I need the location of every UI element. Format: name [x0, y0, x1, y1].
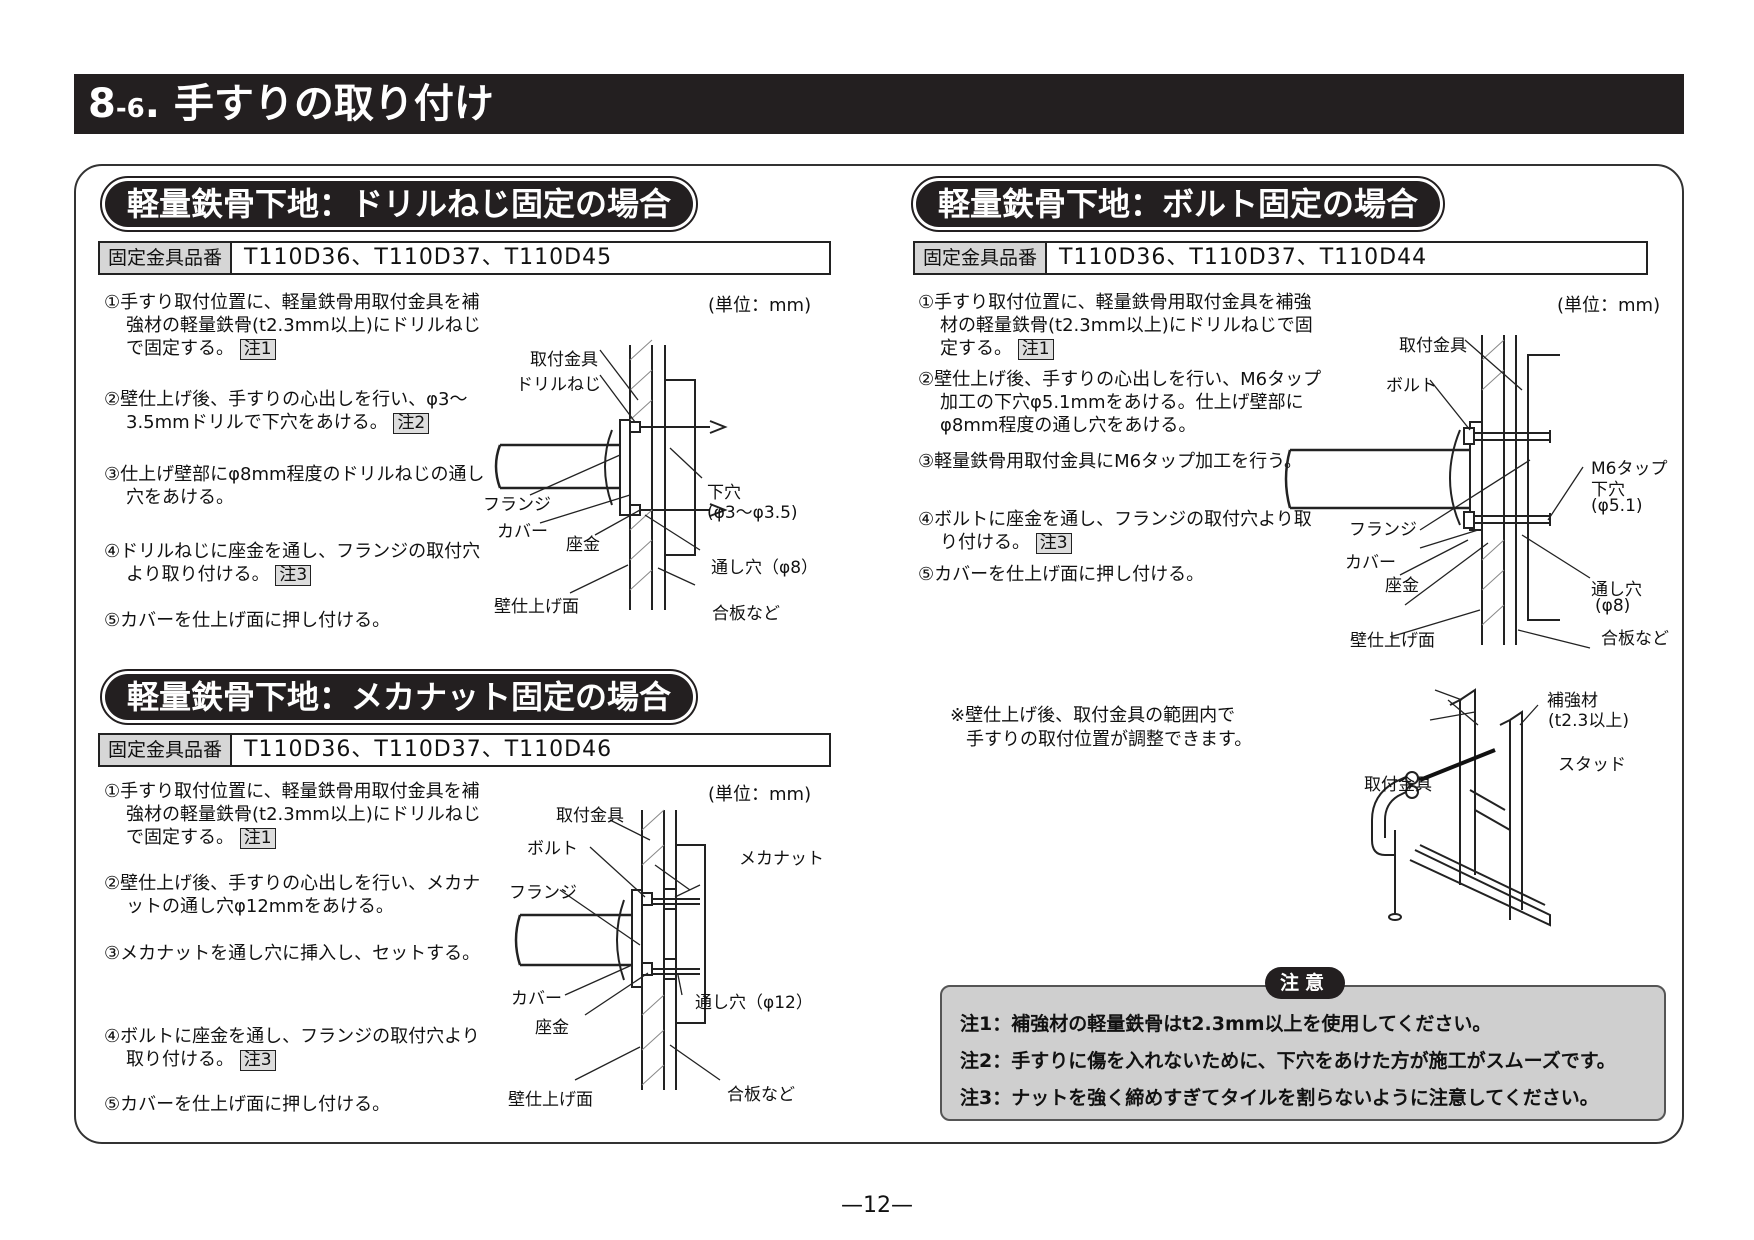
nut-label-finish: 壁仕上げ面 [508, 1090, 593, 1110]
drill-parts-value: T110D36、T110D37、T110D45 [244, 245, 613, 270]
drill-step-4: ④ドリルねじに座金を通し、フランジの取付穴より取り付ける。 注3 [104, 541, 481, 586]
drill-step-5: ⑤カバーを仕上げ面に押し付ける。 [104, 610, 391, 631]
bolt-label-plywood: 合板など [1601, 629, 1669, 649]
nut-label-plywood: 合板など [727, 1085, 795, 1105]
caution-box: 注1：補強材の軽量鉄骨はt2.3mm以上を使用してください。 注2：手すりに傷を… [940, 985, 1666, 1121]
drill-diagram [494, 339, 728, 610]
bolt-label-washer: 座金 [1385, 576, 1419, 596]
bolt-label-bolt: ボルト [1386, 376, 1437, 396]
caution-note-3: 注3：ナットを強く締めすぎてタイルを割らないように注意してください。 [960, 1087, 1599, 1109]
nut-label-bracket: 取付金具 [556, 806, 624, 826]
adjust-label-bracket: 取付金具 [1364, 775, 1432, 795]
bolt-step-2: ②壁仕上げ後、手すりの心出しを行い、M6タップ加工の下穴φ5.1mmをあける。仕… [918, 369, 1322, 436]
nut-section-heading: 軽量鉄骨下地：メカナット固定の場合 [99, 669, 699, 725]
drill-label-cover: カバー [497, 522, 548, 542]
bolt-unit: (単位：mm) [1557, 295, 1661, 316]
nut-unit: (単位：mm) [708, 784, 812, 805]
page-number: —12— [841, 1193, 913, 1218]
bolt-step-4: ④ボルトに座金を通し、フランジの取付穴より取り付ける。 注3 [918, 509, 1312, 554]
bolt-step-3: ③軽量鉄骨用取付金具にM6タップ加工を行う。 [918, 451, 1303, 472]
drill-label-washer: 座金 [566, 535, 600, 555]
nut-step-4: ④ボルトに座金を通し、フランジの取付穴より取り付ける。 注3 [104, 1026, 480, 1071]
drill-step-3: ③仕上げ壁部にφ8mm程度のドリルねじの通し穴をあける。 [104, 464, 485, 508]
drill-label-bracket: 取付金具 [530, 350, 598, 370]
caution-note-1: 注1：補強材の軽量鉄骨はt2.3mm以上を使用してください。 [960, 1013, 1492, 1035]
drill-label-finish: 壁仕上げ面 [494, 597, 579, 617]
adjust-label-stud: スタッド [1558, 755, 1626, 775]
nut-label-through: 通し穴（φ12） [695, 993, 813, 1013]
nut-step-2: ②壁仕上げ後、手すりの心出しを行い、メカナットの通し穴φ12mmをあける。 [104, 873, 481, 917]
bolt-label-finish: 壁仕上げ面 [1350, 631, 1435, 651]
note-tag: 注1 [239, 828, 276, 849]
adjust-label-reinforce: 補強材 [1547, 691, 1598, 711]
adjust-note-line2: 手すりの取付位置が調整できます。 [966, 729, 1253, 750]
note-tag: 注1 [239, 339, 276, 360]
drill-step-1: ①手すり取付位置に、軽量鉄骨用取付金具を補強材の軽量鉄骨(t2.3mm以上)にド… [104, 292, 481, 360]
nut-label-cover: カバー [511, 989, 562, 1009]
bolt-parts-label: 固定金具品番 [915, 243, 1048, 273]
note-tag: 注3 [239, 1050, 276, 1071]
bolt-parts-value: T110D36、T110D37、T110D44 [1059, 245, 1428, 270]
nut-label-mecanut: メカナット [739, 849, 824, 869]
adjust-diagram [1371, 688, 1551, 927]
section-subnumber: -6 [115, 94, 145, 124]
bolt-label-cover: カバー [1345, 553, 1396, 573]
bolt-label-through-dim: (φ8) [1595, 596, 1631, 616]
drill-label-pilot: 下穴 [707, 483, 741, 503]
page-header: 8-6. 手すりの取り付け [74, 74, 1684, 134]
bolt-step-1: ①手すり取付位置に、軽量鉄骨用取付金具を補強材の軽量鉄骨(t2.3mm以上)にド… [918, 292, 1313, 360]
caution-note-2: 注2：手すりに傷を入れないために、下穴をあけた方が施工がスムーズです。 [960, 1050, 1616, 1072]
drill-label-flange: フランジ [483, 495, 551, 515]
drill-unit: (単位：mm) [708, 295, 812, 316]
nut-step-5: ⑤カバーを仕上げ面に押し付ける。 [104, 1094, 391, 1115]
nut-label-bolt: ボルト [527, 839, 578, 859]
bolt-label-flange: フランジ [1349, 520, 1417, 540]
bolt-section-heading: 軽量鉄骨下地：ボルト固定の場合 [910, 176, 1446, 232]
drill-parts-label: 固定金具品番 [100, 243, 233, 273]
nut-step-3: ③メカナットを通し穴に挿入し、セットする。 [104, 943, 481, 964]
drill-step-2: ②壁仕上げ後、手すりの心出しを行い、φ3〜3.5mmドリルで下穴をあける。 注2 [104, 389, 468, 434]
note-tag: 注3 [1035, 533, 1072, 554]
drill-parts-box: 固定金具品番 T110D36、T110D37、T110D45 [98, 241, 831, 275]
content-frame [74, 164, 1684, 1144]
bolt-label-bracket: 取付金具 [1399, 336, 1467, 356]
nut-label-flange: フランジ [509, 883, 577, 903]
note-tag: 注2 [393, 413, 430, 434]
nut-step-1: ①手すり取付位置に、軽量鉄骨用取付金具を補強材の軽量鉄骨(t2.3mm以上)にド… [104, 781, 481, 849]
nut-parts-value: T110D36、T110D37、T110D46 [244, 737, 613, 762]
bolt-label-pilot-dim: (φ5.1) [1591, 496, 1643, 516]
bolt-label-pilot: 下穴 [1591, 480, 1625, 500]
bolt-diagram [1284, 335, 1591, 649]
bolt-parts-box: 固定金具品番 T110D36、T110D37、T110D44 [913, 241, 1648, 275]
drill-label-pilot-dim: (φ3〜φ3.5) [707, 503, 798, 523]
drill-label-plywood: 合板など [712, 604, 780, 624]
bolt-label-tap: M6タップ [1591, 459, 1668, 479]
section-number: 8 [88, 81, 116, 127]
note-tag: 注3 [275, 565, 312, 586]
drill-label-through: 通し穴（φ8） [711, 558, 819, 578]
note-tag: 注1 [1017, 339, 1054, 360]
bolt-label-through: 通し穴 [1591, 580, 1642, 600]
adjust-note-line1: ※壁仕上げ後、取付金具の範囲内で [950, 705, 1236, 726]
drill-label-screw: ドリルねじ [516, 375, 601, 395]
nut-label-washer: 座金 [535, 1018, 569, 1038]
nut-parts-label: 固定金具品番 [100, 735, 233, 765]
adjust-label-reinforce-dim: (t2.3以上) [1548, 711, 1629, 731]
bolt-step-5: ⑤カバーを仕上げ面に押し付ける。 [918, 564, 1205, 585]
nut-diagram [514, 809, 721, 1090]
page-title: . 手すりの取り付け [144, 81, 494, 127]
drill-section-heading: 軽量鉄骨下地：ドリルねじ固定の場合 [99, 176, 699, 232]
nut-parts-box: 固定金具品番 T110D36、T110D37、T110D46 [98, 733, 831, 767]
caution-title: 注意 [1265, 967, 1345, 999]
